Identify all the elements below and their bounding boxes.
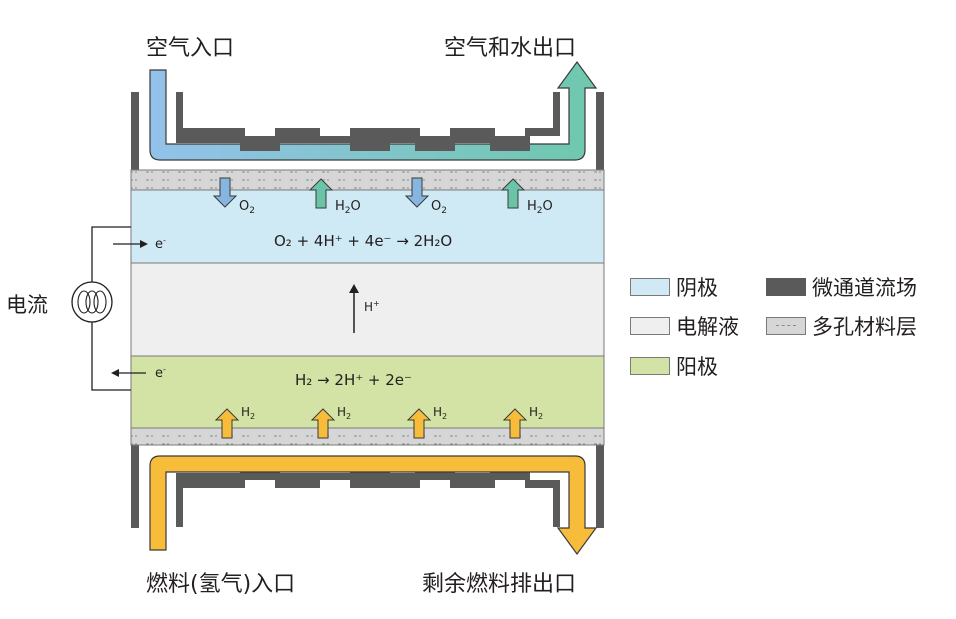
top-right-wall bbox=[596, 92, 604, 170]
o2-arrow-1 bbox=[212, 177, 238, 208]
cathode-reaction: O₂ + 4H⁺ + 4e⁻ → 2H₂O bbox=[274, 232, 452, 250]
legend-electrolyte: 电解液 bbox=[630, 311, 739, 341]
top-left-wall bbox=[131, 92, 139, 170]
cathode-layer bbox=[130, 189, 605, 264]
top-microchannel-plate bbox=[176, 92, 560, 151]
h2-arrow-4 bbox=[502, 408, 528, 439]
bottom-left-wall bbox=[131, 443, 139, 528]
circuit-wire-top bbox=[91, 226, 131, 282]
legend-anode: 阳极 bbox=[630, 351, 718, 381]
legend-electrolyte-label: 电解液 bbox=[676, 315, 739, 339]
legend-microchannel-label: 微通道流场 bbox=[812, 276, 917, 300]
cathode-swatch bbox=[630, 278, 670, 296]
legend-cathode: 阴极 bbox=[630, 272, 718, 302]
legend-cathode-label: 阴极 bbox=[676, 276, 718, 300]
residual-fuel-outlet-label: 剩余燃料排出口 bbox=[422, 572, 577, 597]
h2-arrow-2 bbox=[310, 408, 336, 439]
porous-swatch bbox=[766, 317, 806, 335]
o2-arrow-2 bbox=[404, 177, 430, 208]
current-label: 电流 bbox=[6, 293, 48, 317]
electrolyte-layer bbox=[130, 262, 605, 357]
o2-label-2: O2 bbox=[431, 199, 447, 216]
proton-label: H+ bbox=[364, 299, 380, 314]
air-inlet-label: 空气入口 bbox=[146, 36, 235, 61]
h2o-arrow-2 bbox=[500, 178, 526, 209]
h2o-arrow-1 bbox=[308, 178, 334, 209]
h2-arrow-3 bbox=[406, 408, 432, 439]
air-water-outlet-label: 空气和水出口 bbox=[444, 36, 577, 61]
top-porous-layer bbox=[130, 169, 605, 191]
electron-label-bottom: e- bbox=[155, 365, 166, 381]
microchannel-swatch bbox=[766, 278, 806, 296]
current-meter-icon bbox=[71, 281, 113, 323]
h2-label-4: H2 bbox=[529, 405, 543, 421]
electron-label-top: e- bbox=[155, 236, 166, 252]
legend-microchannel: 微通道流场 bbox=[766, 272, 917, 302]
circuit-wire-bottom bbox=[91, 322, 131, 391]
legend-anode-label: 阳极 bbox=[676, 355, 718, 379]
electron-arrowhead-bottom bbox=[111, 369, 119, 377]
h2o-label-1: H2O bbox=[335, 199, 361, 216]
bottom-microchannel-plate bbox=[176, 465, 560, 527]
h2-arrow-1 bbox=[214, 408, 240, 439]
h2-label-3: H2 bbox=[433, 405, 447, 421]
fuel-flow-pipe bbox=[149, 455, 598, 556]
legend-porous-label: 多孔材料层 bbox=[812, 315, 917, 339]
electrolyte-swatch bbox=[630, 317, 670, 335]
fuel-inlet-label: 燃料(氢气)入口 bbox=[146, 572, 296, 597]
anode-swatch bbox=[630, 357, 670, 375]
legend-porous: 多孔材料层 bbox=[766, 311, 917, 341]
h2o-label-2: H2O bbox=[527, 199, 553, 216]
h2-label-2: H2 bbox=[337, 405, 351, 421]
h2-label-1: H2 bbox=[241, 405, 255, 421]
electron-arrowhead-top bbox=[140, 240, 148, 248]
anode-layer bbox=[130, 355, 605, 429]
proton-arrowhead bbox=[349, 284, 359, 293]
air-flow-pipe bbox=[149, 60, 598, 161]
bottom-porous-layer bbox=[130, 427, 605, 446]
bottom-right-wall bbox=[596, 443, 604, 528]
o2-label-1: O2 bbox=[239, 199, 255, 216]
anode-reaction: H₂ → 2H⁺ + 2e⁻ bbox=[295, 371, 412, 389]
